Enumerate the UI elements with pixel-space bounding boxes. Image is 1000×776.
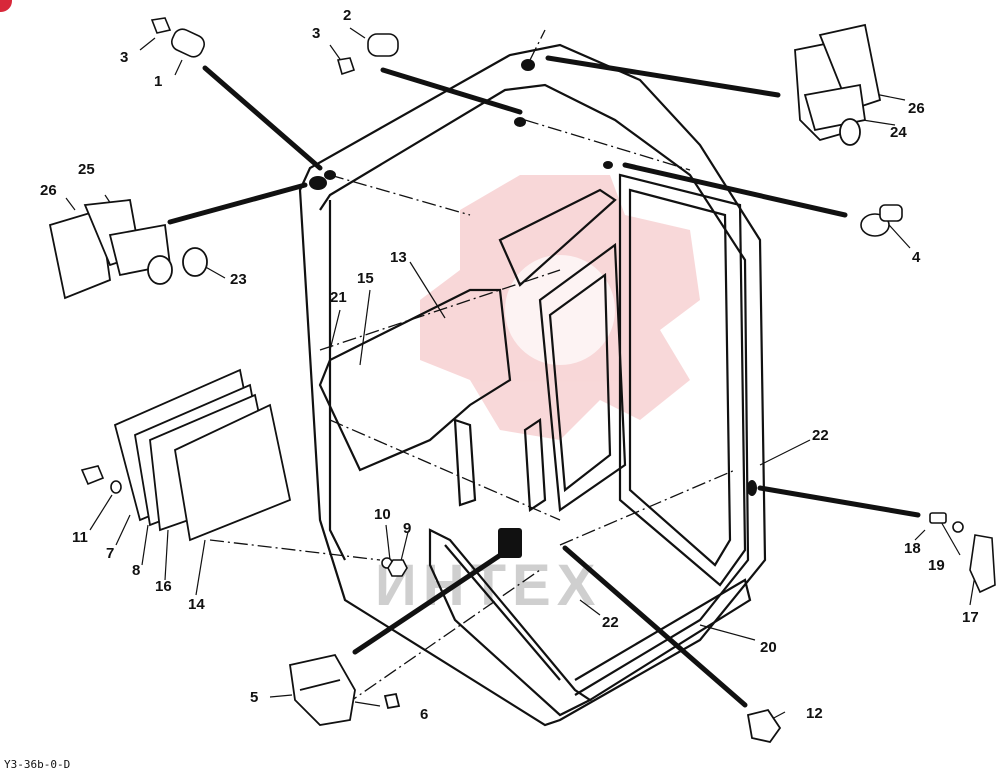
leader-bars (167, 55, 921, 708)
callout-10: 10 (374, 506, 391, 523)
callout-16: 16 (155, 578, 172, 595)
part-knob-right (860, 204, 903, 237)
callout-3-left: 3 (120, 49, 128, 66)
callout-9: 9 (403, 520, 411, 537)
diagram-code: Y3-36b-0-D (4, 758, 70, 771)
callout-15: 15 (357, 270, 374, 287)
callout-11: 11 (72, 529, 88, 546)
part-handle-lower (288, 653, 401, 726)
part-clip-12 (746, 708, 782, 744)
part-bracket-left (48, 199, 208, 300)
part-hinge-right (929, 512, 996, 594)
part-bolt-cap-left (150, 17, 205, 58)
part-bracket-right (794, 23, 882, 146)
callout-4: 4 (912, 249, 921, 266)
callout-13: 13 (390, 249, 407, 266)
callout-6: 6 (420, 706, 428, 723)
callout-5: 5 (250, 689, 258, 706)
cab-frame (298, 43, 767, 727)
callout-3-middle: 3 (312, 25, 320, 42)
part-panel-stack (113, 368, 292, 542)
callout-26-right: 26 (908, 100, 925, 117)
callouts: 1 2 3 3 4 5 6 7 8 9 10 11 12 13 14 15 16… (40, 7, 979, 723)
callout-19: 19 (928, 557, 945, 574)
callout-22-right: 22 (812, 427, 829, 444)
part-bolt-11 (80, 465, 122, 494)
callout-26-left: 26 (40, 182, 57, 199)
callout-7: 7 (106, 545, 114, 562)
cab-fittings (309, 59, 757, 558)
callout-22-lower: 22 (602, 614, 619, 631)
part-nut-washer (381, 557, 408, 577)
part-bolt-cap-middle (336, 33, 399, 76)
callout-21: 21 (330, 289, 347, 306)
callout-14: 14 (188, 596, 205, 613)
callout-20: 20 (760, 639, 777, 656)
callout-1: 1 (154, 73, 162, 90)
callout-17: 17 (962, 609, 979, 626)
callout-2: 2 (343, 7, 351, 24)
callout-25: 25 (78, 161, 95, 178)
callout-23: 23 (230, 271, 247, 288)
callout-24: 24 (890, 124, 907, 141)
callout-12: 12 (806, 705, 823, 722)
callout-18: 18 (904, 540, 921, 557)
callout-8: 8 (132, 562, 140, 579)
